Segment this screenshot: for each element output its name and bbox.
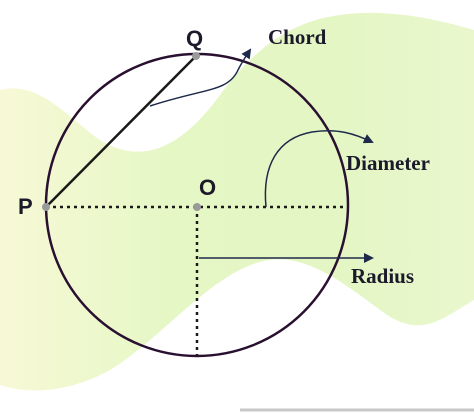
point-p-marker: [42, 203, 50, 211]
chord-line: [45, 55, 197, 208]
diameter-pointer-arrow: [264, 130, 374, 208]
point-o-marker: [193, 203, 201, 211]
chord-label: Chord: [268, 25, 327, 49]
point-p-label: P: [18, 194, 33, 219]
chord-pointer-arrow: [149, 48, 252, 107]
diameter-label: Diameter: [346, 151, 430, 175]
point-o-label: O: [199, 175, 216, 200]
background-wave: [0, 12, 474, 391]
point-q-label: Q: [186, 26, 203, 51]
radius-label: Radius: [351, 264, 414, 288]
point-q-marker: [192, 52, 200, 60]
